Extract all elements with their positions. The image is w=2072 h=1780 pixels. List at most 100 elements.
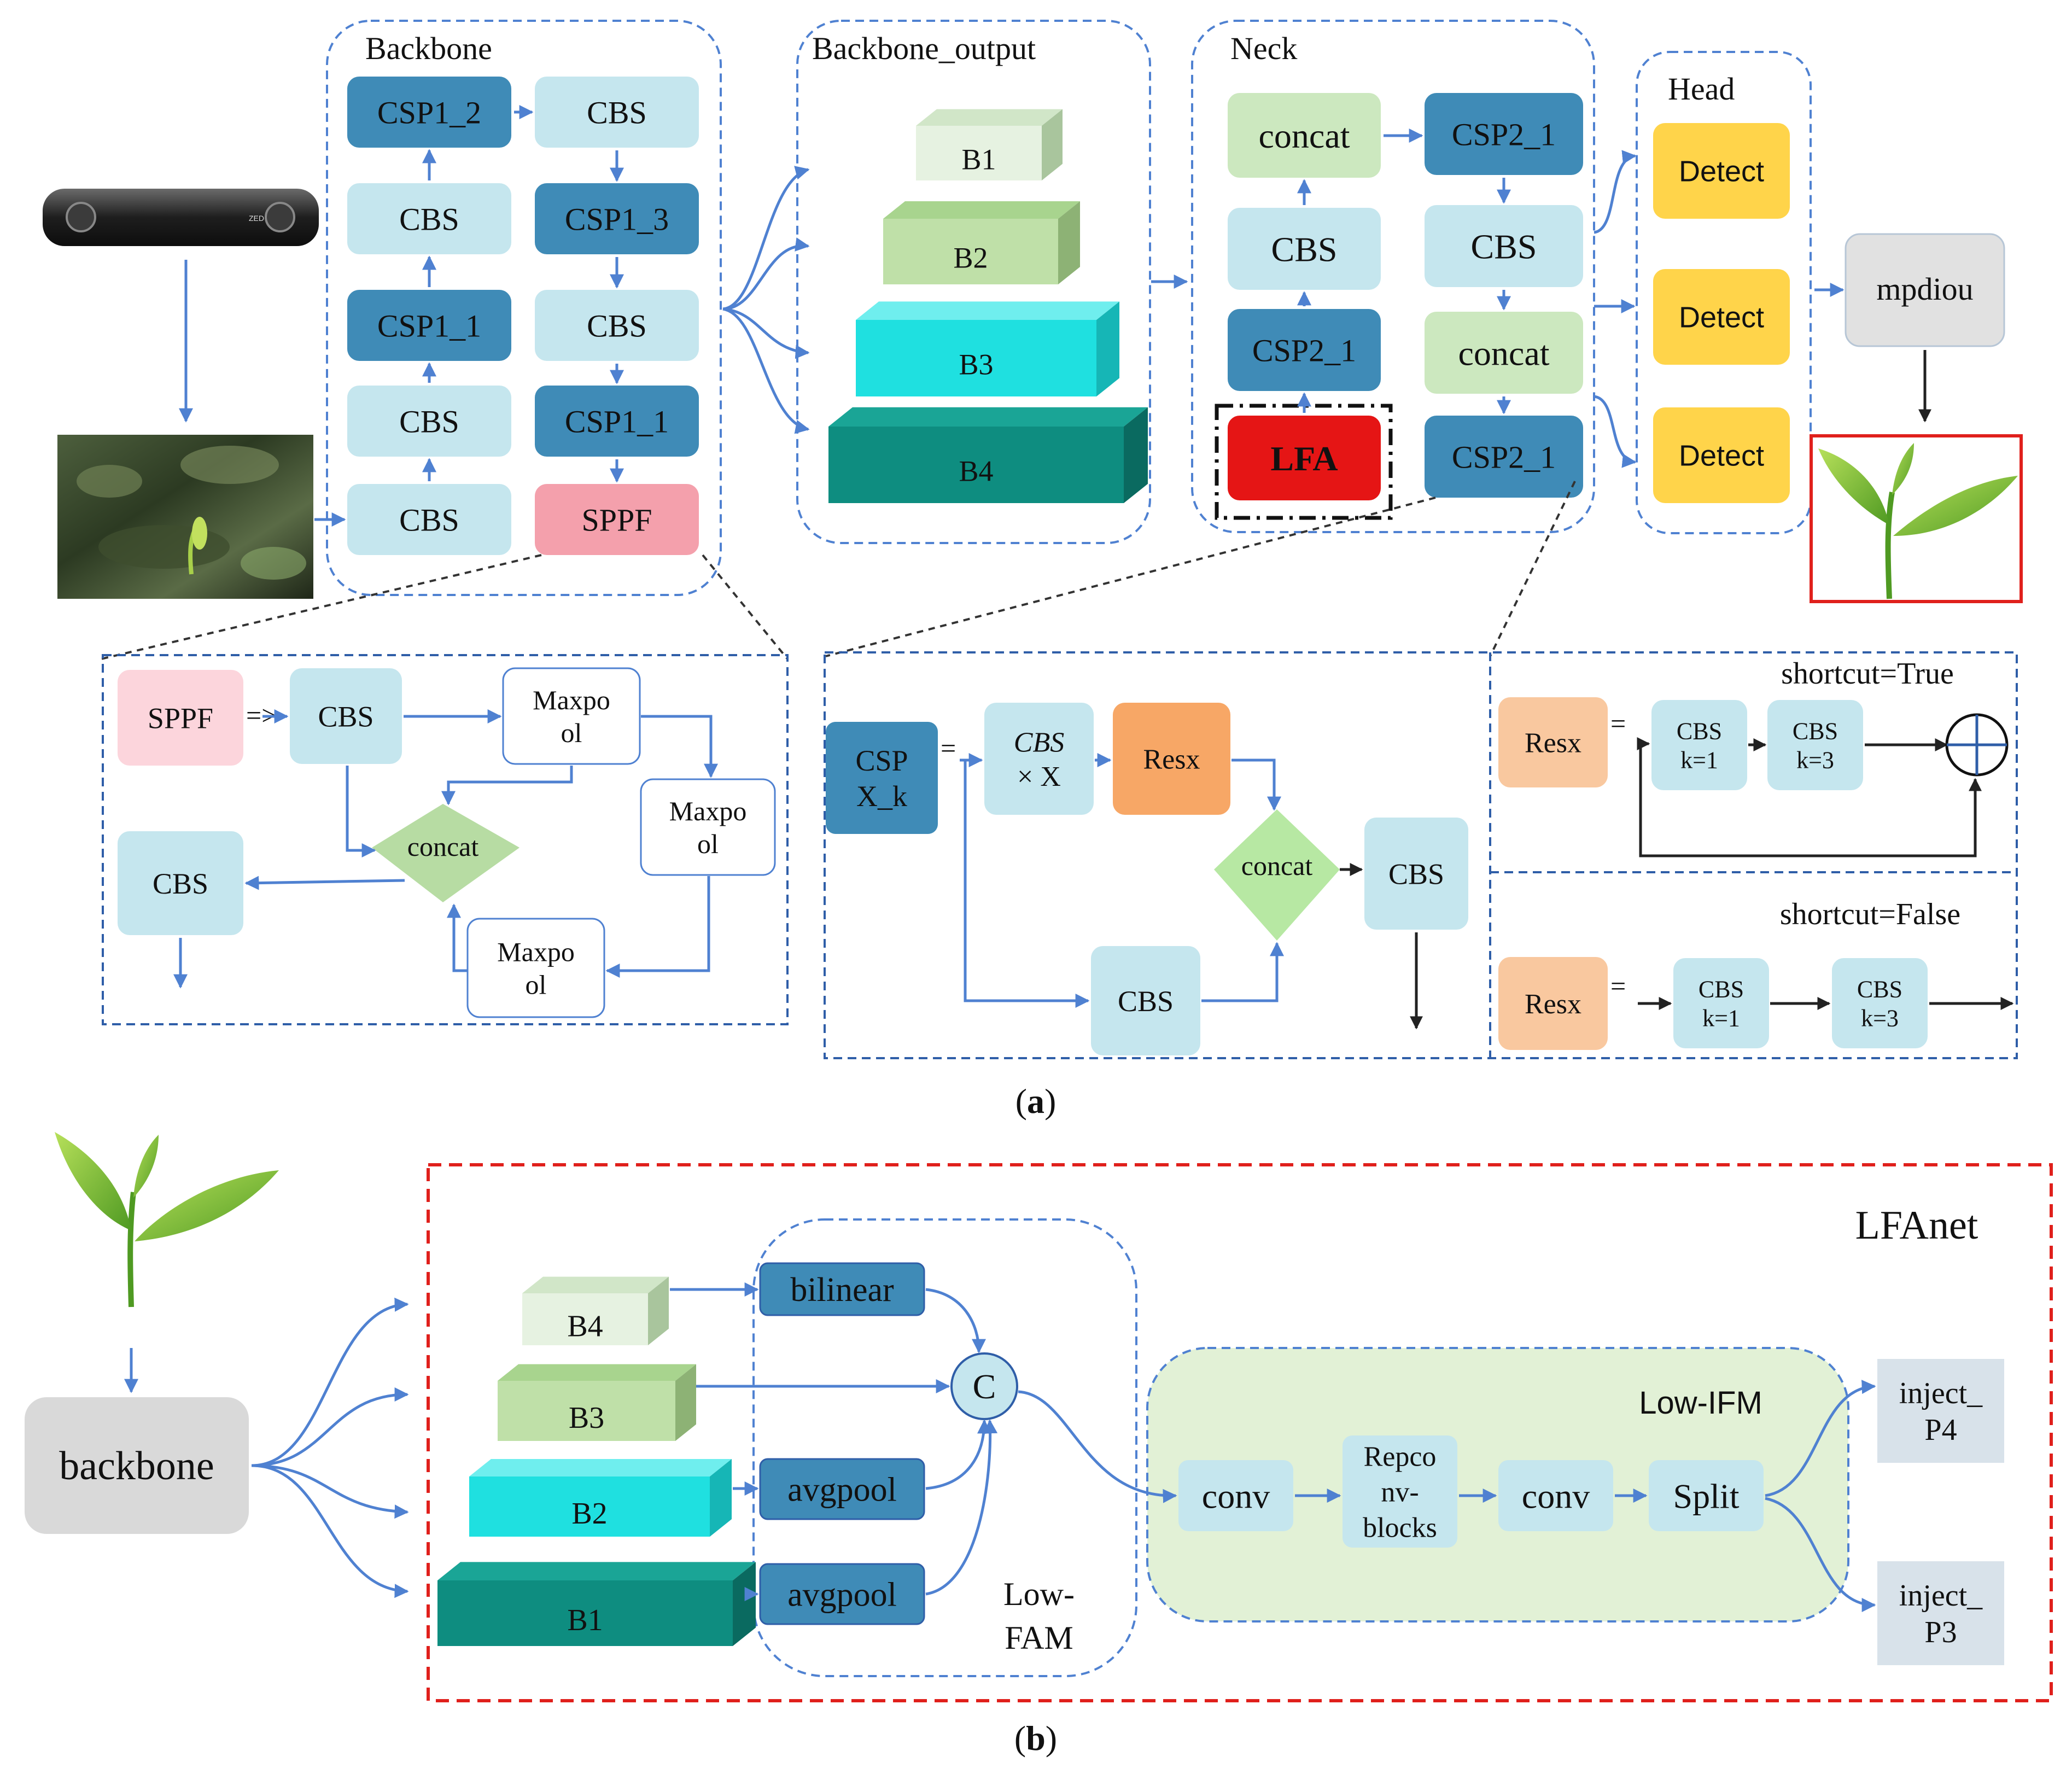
op-avgpool-2-label: avgpool [787, 1577, 897, 1614]
sppf-detail-panel [102, 654, 789, 1025]
sppf-detail-maxpool-3-label-1: Maxpo [497, 937, 575, 967]
lfanet-block-b1-side [733, 1562, 756, 1646]
shortcut-false-title: shortcut=False [1780, 897, 1960, 931]
op-avgpool-2: avgpool [759, 1563, 925, 1625]
split-to-p4-arrow [1765, 1380, 1876, 1497]
csp-arrow-2 [1231, 758, 1281, 811]
sppf-arrow-5 [441, 766, 573, 806]
shortcut-false-equals: = [1610, 971, 1626, 1001]
op-bilinear: bilinear [759, 1262, 925, 1316]
sppf-arrow-7 [244, 876, 405, 890]
low-fam-label-2: FAM [1005, 1620, 1073, 1656]
lfanet-title: LFAnet [1855, 1203, 1978, 1248]
inject-p4-bg [1877, 1359, 2004, 1463]
sppf-detail-maxpool-2-label-2: ol [697, 828, 719, 859]
sppf-detail-cbs-out-label: CBS [153, 867, 208, 900]
csp-detail-cbs-x: CBS× X [984, 703, 1094, 815]
zed-camera-icon: ZED [43, 189, 319, 246]
backbone-left-1-label: CSP1_2 [377, 95, 481, 130]
shortcut-false-cbs-1-label-1: CBS [1699, 976, 1744, 1003]
output-block-b3-front [856, 320, 1096, 396]
output-block-b4-top [828, 407, 1148, 427]
avgpool2-to-concat-arrow [925, 1419, 998, 1596]
output-block-b4-label: B4 [959, 455, 993, 488]
backbone-right-1: CBS [535, 77, 699, 148]
low-ifm-conv-2-bg [1498, 1460, 1613, 1531]
sppf-arrow-6 [346, 766, 376, 857]
lfanet-block-b3-label: B3 [569, 1401, 604, 1435]
sppf-detail-maxpool-1-label-1: Maxpo [533, 685, 610, 715]
shortcut-true-cbs-2-label-1: CBS [1793, 718, 1838, 745]
mpdiou-box [1845, 233, 2005, 347]
lfa-highlight-border [1215, 404, 1393, 520]
csp-detail-csp-bg [826, 722, 938, 834]
backbone-right-2-bg [535, 183, 699, 254]
output-block-b2-label: B2 [953, 242, 988, 275]
csp-detail-concat-diamond [1214, 809, 1340, 941]
csp-detail-cbs-out: CBS [1364, 818, 1468, 930]
part-a: ZED Backbone CSP1_2CBSCSP1_1CBSCBSCBSCSP… [43, 20, 2023, 1120]
inject-p3-label-1: inject_ [1899, 1579, 1983, 1613]
neck-csp2-left: CSP2_1 [1228, 309, 1381, 391]
shortcut-true-cbs-1-label-1: CBS [1677, 718, 1722, 745]
head-detect-2-bg [1653, 269, 1790, 365]
sppf-detail-maxpool-3-label-2: ol [526, 970, 547, 1000]
shortcut-true-skip-arrow [1639, 745, 1982, 857]
sppf-detail-sppf: SPPF [118, 670, 243, 766]
neck-csp2-left-bg [1228, 309, 1381, 391]
neck-csp2-left-label: CSP2_1 [1252, 332, 1356, 368]
low-fam-group [752, 1218, 1137, 1677]
backbone-right-1-bg [535, 77, 699, 148]
low-ifm-split-label: Split [1673, 1476, 1740, 1515]
inject-p4-label-2: P4 [1924, 1413, 1957, 1447]
inject-p4: inject_P4 [1877, 1359, 2004, 1463]
backbone-left-1: CSP1_2 [347, 77, 511, 148]
low-ifm-repconv-bg [1343, 1435, 1457, 1548]
output-block-b1: B1 [916, 109, 1063, 180]
low-ifm-repconv-label-3: blocks [1363, 1513, 1437, 1544]
head-detect-1-label: Detect [1679, 155, 1764, 188]
neck-concat-left: concat [1228, 93, 1381, 178]
mpdiou-label: mpdiou [1876, 271, 1973, 307]
sppf-detail-sppf-bg [118, 670, 243, 766]
backbone-right-5-label: SPPF [581, 502, 652, 538]
head-title: Head [1668, 71, 1735, 107]
sppf-detail-concat-label: concat [407, 831, 479, 862]
neck-cbs-left-bg [1228, 208, 1381, 290]
lfanet-block-b1: B1 [437, 1562, 756, 1646]
concat-to-conv-arrow [1018, 1390, 1177, 1503]
backbone-right-5-bg [535, 484, 699, 555]
neck-csp2-right-1: CSP2_1 [1425, 93, 1583, 175]
shortcut-true-resx-bg [1498, 697, 1608, 787]
sppf-arrow-2 [641, 715, 718, 778]
shortcut-false-cbs-1-bg [1673, 958, 1769, 1048]
csp-detail-resx: Resx [1113, 703, 1230, 815]
sppf-detail-sppf-label: SPPF [148, 702, 213, 734]
backbone-left-1-bg [347, 77, 511, 148]
sppf-detail-cbs-label: CBS [318, 700, 373, 733]
split-to-p3-arrow [1765, 1497, 1876, 1612]
csp-detail-cbs-out-bg [1364, 818, 1468, 930]
backbone-left-5-bg [347, 484, 511, 555]
csp-detail-resx-label: Resx [1143, 744, 1200, 775]
shortcut-true-resx: Resx [1498, 697, 1608, 787]
csp-detail-concat-label: concat [1241, 850, 1313, 881]
backbone-left-4-bg [347, 386, 511, 457]
sppf-detail-cbs-out-bg [118, 831, 243, 935]
shortcut-true-title: shortcut=True [1781, 657, 1954, 691]
neck-cbs-right-label: CBS [1471, 227, 1537, 266]
sppf-detail-concat-diamond [372, 804, 520, 902]
neck-to-head-arrows [1594, 150, 1637, 468]
caption-b: (b) [1014, 1719, 1057, 1758]
output-block-b1-label: B1 [961, 143, 996, 176]
csp-arrow-4 [1201, 942, 1284, 1002]
shortcut-false-cbs-1-label-2: k=1 [1702, 1005, 1740, 1031]
lfanet-block-b4-front [522, 1293, 648, 1345]
shortcut-false-resx: Resx [1498, 957, 1608, 1050]
backbone-left-3: CSP1_1 [347, 290, 511, 361]
